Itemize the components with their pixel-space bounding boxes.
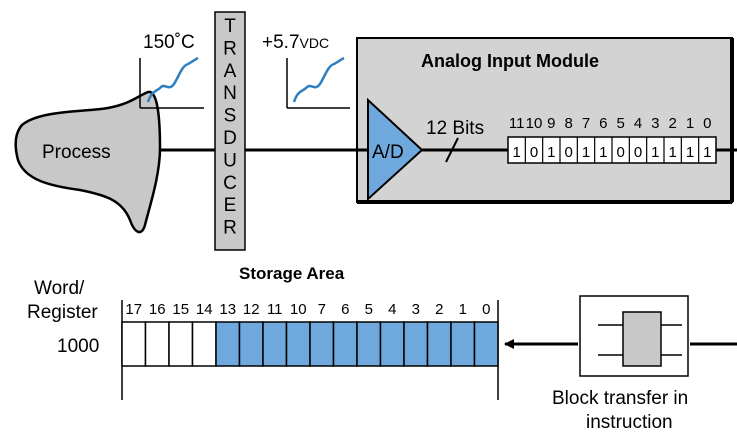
block-transfer-label-1: Block transfer in [552, 388, 688, 409]
module-bit-value: 1 [703, 144, 711, 161]
storage-bit-position: 7 [318, 301, 326, 318]
transducer-letter: C [223, 173, 237, 194]
storage-bit-position: 6 [341, 301, 349, 318]
storage-bit-position: 15 [172, 301, 189, 318]
storage-bit-cell [215, 321, 241, 367]
module-title: Analog Input Module [421, 51, 599, 71]
module-bit-value: 1 [547, 144, 555, 161]
storage-bit-cell [262, 321, 288, 367]
process-shape: Process [14, 90, 162, 234]
transducer-letter: A [224, 61, 237, 82]
block-transfer-instruction: Block transfer in instruction [552, 295, 689, 433]
storage-bit-position: 5 [365, 301, 373, 318]
module-bit-position: 1 [686, 115, 694, 132]
module-bit-value: 0 [530, 144, 538, 161]
storage-bit-cell [168, 321, 194, 367]
module-bit-value: 1 [599, 144, 607, 161]
storage-bit-cell [379, 321, 405, 367]
storage-bit-cell [356, 321, 382, 367]
storage-bit-cell [238, 321, 264, 367]
module-bit-position: 3 [651, 115, 659, 132]
module-bit-value: 0 [616, 144, 624, 161]
module-bit-value: 1 [668, 144, 676, 161]
transducer-letter: D [223, 128, 237, 149]
storage-bit-cell [191, 321, 217, 367]
storage-bit-position: 4 [388, 301, 396, 318]
transducer-letter: S [224, 106, 237, 127]
module-bit-value: 0 [564, 144, 572, 161]
module-bit-value: 1 [686, 144, 694, 161]
module-bit-value: 0 [634, 144, 642, 161]
module-bit-position: 8 [564, 115, 572, 132]
module-bit-position: 9 [547, 115, 555, 132]
storage-bit-position: 17 [125, 301, 142, 318]
storage-bit-position: 0 [482, 301, 490, 318]
module-bit-position: 11 [509, 115, 525, 132]
output-signal-label: +5.7VDC [262, 32, 329, 53]
transducer-letter: R [223, 38, 237, 59]
row-label-word: Word/ [34, 278, 85, 299]
storage-bit-cell [285, 321, 311, 367]
module-bit-position: 4 [634, 115, 642, 132]
module-bit-position: 0 [703, 115, 711, 132]
register-address: 1000 [57, 336, 99, 357]
bits-label: 12 Bits [426, 118, 484, 139]
storage-bit-position: 14 [196, 301, 213, 318]
row-label-register: Register [27, 302, 98, 323]
module-bit-position: 10 [526, 115, 543, 132]
bus-slash [445, 137, 459, 163]
storage-bit-cell [450, 321, 476, 367]
storage-bit-position: 10 [290, 301, 307, 318]
process-label: Process [42, 142, 111, 163]
transducer-letter: T [224, 16, 236, 37]
storage-bit-position: 13 [219, 301, 236, 318]
storage-bit-position: 2 [435, 301, 443, 318]
storage-bit-cell [473, 321, 499, 367]
module-bit-position: 7 [582, 115, 590, 132]
block-transfer-label-2: instruction [586, 412, 673, 433]
module-bit-value: 1 [582, 144, 590, 161]
storage-bit-cell [426, 321, 452, 367]
ad-label: A/D [372, 142, 404, 163]
storage-bit-cell [121, 321, 147, 367]
storage-bit-position: 1 [459, 301, 467, 318]
storage-bit-cell [309, 321, 335, 367]
module-bit-position: 2 [668, 115, 676, 132]
storage-bit-cell [144, 321, 170, 367]
module-bit-value: 1 [512, 144, 520, 161]
storage-bit-cell [332, 321, 358, 367]
storage-title: Storage Area [239, 264, 345, 283]
transducer-letter: R [223, 218, 237, 239]
input-signal-graph: 150˚C [139, 32, 204, 109]
input-signal-label: 150˚C [143, 32, 195, 53]
transducer-letter: E [224, 195, 237, 216]
output-signal-graph: +5.7VDC [262, 32, 350, 109]
module-bit-position: 5 [616, 115, 624, 132]
storage-bit-position: 12 [243, 301, 260, 318]
storage-bit-position: 11 [267, 301, 283, 318]
storage-bit-position: 3 [412, 301, 420, 318]
module-bit-position: 6 [599, 115, 607, 132]
storage-bit-cell [403, 321, 429, 367]
module-bit-value: 1 [651, 144, 659, 161]
storage-bit-position: 16 [149, 301, 166, 318]
transducer-letter: N [223, 83, 237, 104]
transducer-letter: U [223, 150, 237, 171]
ad-converter: A/D [367, 97, 424, 202]
